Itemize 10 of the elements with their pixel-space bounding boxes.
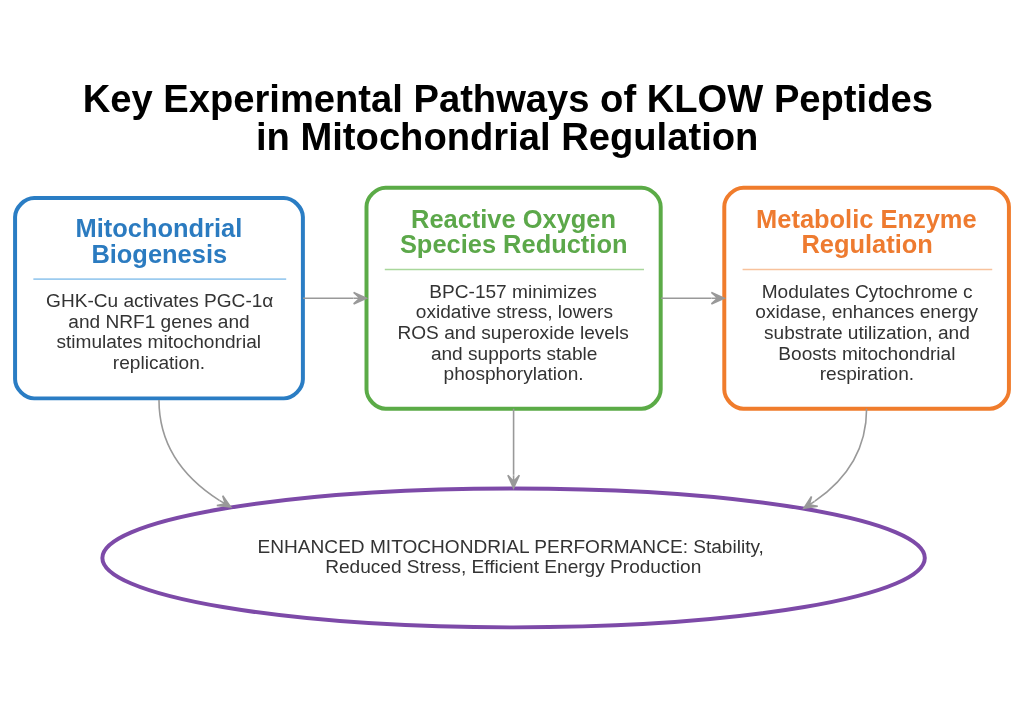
arrow [507, 407, 521, 489]
node-box: Mitochondrial Biogenesis GHK-Cu activates PGC-1α and NRF1 genes and stimulates mitochondrial replication. [13, 195, 305, 400]
arrow [158, 398, 232, 508]
node-box: Metabolic Enzyme Regulation Modulates Cytochrome c oxidase, enhances energy substrate utilization, and Boosts mitochondrial respiration. [722, 185, 1011, 411]
node-box: Reactive Oxygen Species Reduction BPC-157 minimizes oxidative stress, lowers ROS and superoxide levels and supports stable phosphorylation. [364, 185, 663, 411]
arrow [302, 291, 368, 305]
arrow [803, 407, 868, 509]
arrow [660, 291, 725, 305]
diagram-title: Key Experimental Pathways of KLOW Peptides in Mitochondrial Regulation [82, 76, 933, 158]
node-ellipse: ENHANCED MITOCHONDRIAL PERFORMANCE: Stability, Reduced Stress, Efficient Energy Production [100, 486, 927, 629]
